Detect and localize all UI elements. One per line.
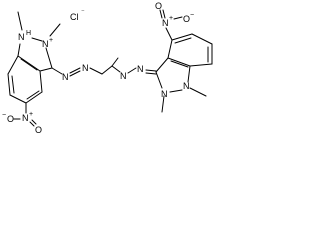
bond	[171, 33, 193, 41]
bond	[155, 57, 169, 73]
bond	[167, 39, 173, 59]
bond	[169, 89, 183, 93]
atom-label: N	[18, 32, 25, 42]
bond	[20, 58, 38, 71]
atom-label: N	[62, 72, 69, 82]
bond	[7, 55, 19, 75]
bond	[45, 47, 53, 69]
bond	[191, 33, 213, 45]
bond	[170, 60, 189, 68]
atom-label: N	[22, 113, 29, 123]
bond	[51, 67, 63, 75]
atom-label: O	[7, 114, 14, 124]
bond	[173, 16, 183, 20]
atom-label: N	[161, 89, 168, 99]
azo-linker: N N N N	[51, 57, 157, 82]
bond	[155, 71, 163, 89]
bond	[7, 73, 11, 96]
bond	[17, 43, 21, 57]
bond	[17, 55, 41, 72]
bond	[174, 37, 192, 44]
bond	[165, 27, 173, 41]
left-indazolium: N H N + N + O − O	[2, 11, 61, 135]
charge-label: +	[169, 15, 173, 22]
counterion-charge: ⁻	[81, 9, 85, 16]
bond	[145, 72, 157, 75]
atom-label: H	[26, 30, 31, 37]
atom-label: O	[155, 1, 162, 11]
atom-label: N	[120, 71, 127, 81]
bond	[31, 119, 37, 125]
counterion-label: Cl	[70, 12, 79, 22]
right-indazole: N N N + O − O	[155, 1, 213, 113]
bond	[189, 87, 207, 97]
bond	[162, 9, 166, 19]
bond	[39, 67, 53, 72]
bond	[17, 11, 23, 31]
bond	[111, 57, 119, 67]
bond	[25, 91, 43, 104]
bond	[69, 67, 81, 74]
atom-label: O	[35, 125, 42, 135]
bond	[127, 67, 137, 74]
charge-label: +	[29, 111, 33, 118]
charge-label: −	[190, 12, 194, 19]
bond	[31, 37, 43, 42]
bond	[101, 65, 113, 75]
bond	[111, 65, 121, 73]
bond	[159, 9, 163, 19]
chloride-counterion: Cl ⁻	[70, 9, 85, 22]
bond	[11, 75, 15, 94]
atom-label: N	[137, 64, 144, 74]
bond	[189, 63, 213, 67]
bond	[26, 90, 40, 100]
bond	[29, 121, 35, 127]
bond	[39, 70, 43, 93]
bond	[49, 23, 61, 37]
bond	[167, 57, 191, 67]
bond	[89, 67, 103, 75]
bond	[9, 94, 27, 104]
bond	[161, 95, 165, 113]
charge-label: −	[2, 112, 6, 119]
atom-label: O	[183, 14, 190, 24]
atom-label: N	[82, 63, 89, 73]
atom-label: N	[162, 18, 169, 28]
bond	[69, 70, 81, 77]
charge-label: +	[49, 37, 53, 44]
atom-label: N	[183, 81, 190, 91]
chemical-structure: N H N + N + O − O N N N N	[2, 1, 213, 135]
atom-label: N	[42, 39, 49, 49]
bond	[187, 65, 191, 83]
bond	[145, 69, 157, 72]
